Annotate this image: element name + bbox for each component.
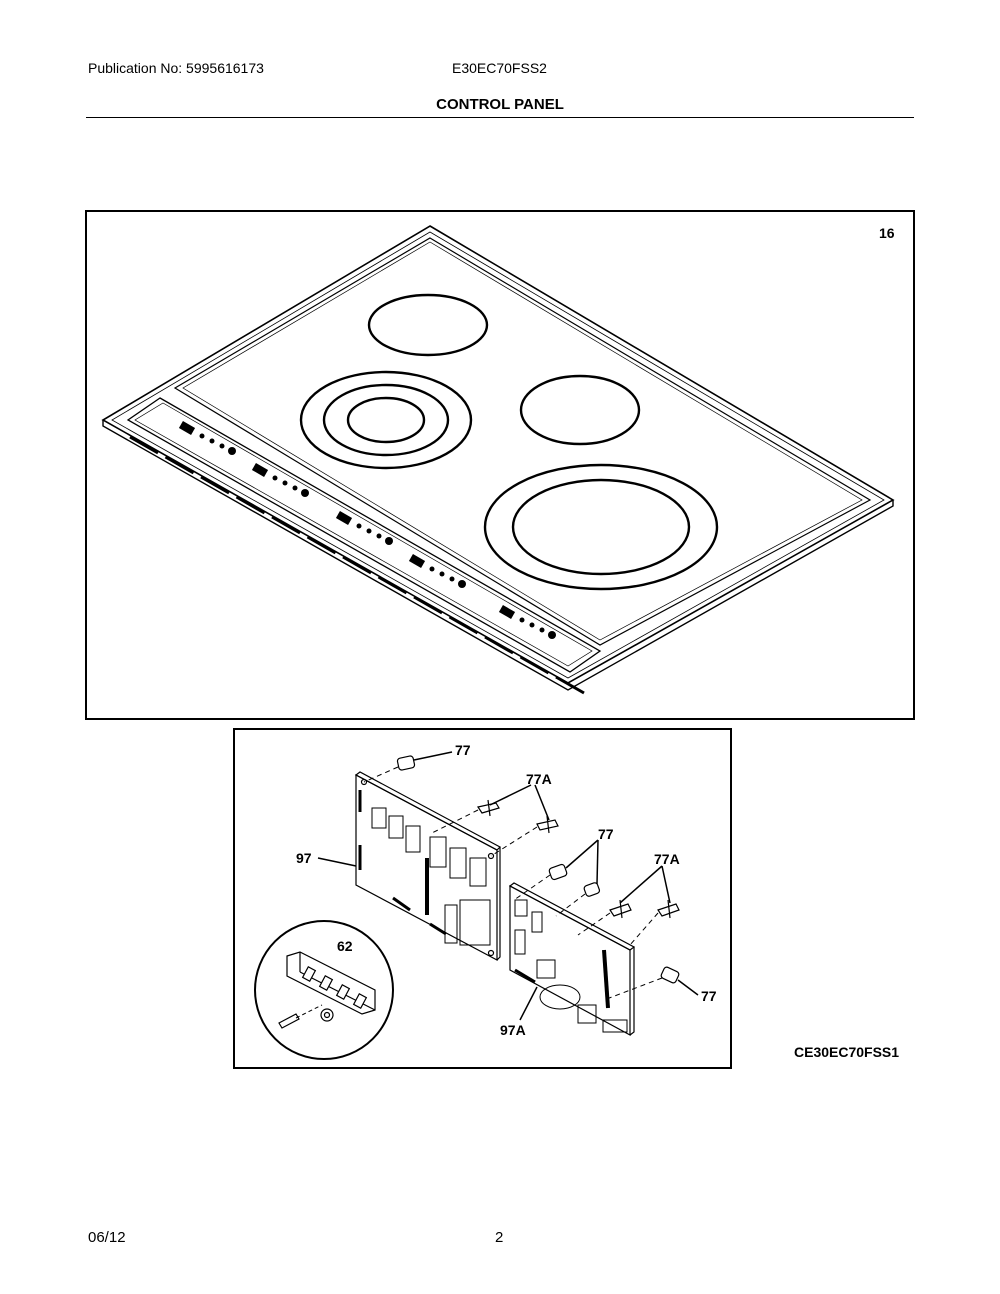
burner-control-group — [335, 511, 393, 545]
callout-16: 16 — [879, 225, 895, 241]
mounting-axes — [363, 766, 663, 1001]
burner-front-left-outer — [299, 370, 473, 470]
burner-rear-left — [367, 293, 489, 357]
callout-77-mid: 77 — [598, 826, 614, 842]
snap-clips — [477, 799, 680, 919]
vent-slot — [271, 515, 301, 535]
diagram-code: CE30EC70FSS1 — [794, 1044, 899, 1060]
control-strip — [126, 397, 602, 673]
vent-slot — [342, 555, 372, 575]
vent-slot — [484, 635, 514, 655]
callout-77a-top: 77A — [526, 771, 552, 787]
burner-front-right-outer — [483, 463, 719, 591]
vent-slot — [555, 675, 585, 695]
leader-lines — [317, 751, 699, 1021]
interface-board — [508, 882, 636, 1037]
burner-control-group — [251, 463, 309, 497]
vent-slot — [200, 475, 230, 495]
vent-slot — [519, 655, 550, 675]
main-control-board — [354, 771, 501, 961]
clip-2 — [536, 815, 559, 834]
callout-62: 62 — [337, 938, 353, 954]
cooktop-glass — [101, 225, 895, 691]
header-rule — [86, 117, 914, 118]
boards-frame — [233, 728, 732, 1069]
touch-controls — [178, 421, 556, 639]
vent-slot — [164, 455, 195, 475]
burner-control-group — [408, 554, 466, 588]
front-vents — [129, 435, 585, 695]
callout-77-bottom: 77 — [701, 988, 717, 1004]
burner-front-left-inner — [346, 396, 426, 444]
footer-page-number: 2 — [495, 1229, 504, 1246]
vent-slot — [235, 495, 266, 515]
clip-4 — [657, 899, 680, 919]
vent-slot — [129, 435, 159, 455]
vent-slot — [306, 535, 337, 555]
terminal-block-detail — [254, 920, 394, 1060]
callout-97a: 97A — [500, 1022, 526, 1038]
callout-97: 97 — [296, 850, 312, 866]
vent-slot — [377, 575, 408, 595]
footer-date: 06/12 — [88, 1229, 126, 1246]
burner-front-left-mid — [322, 383, 450, 457]
burner-control-group — [178, 421, 236, 455]
callout-77a-mid: 77A — [654, 851, 680, 867]
page-title: CONTROL PANEL — [436, 96, 564, 113]
cooktop-frame — [85, 210, 915, 720]
burner-control-group — [498, 605, 556, 639]
standoff-mid-1 — [548, 863, 568, 881]
standoff-bottom — [660, 966, 680, 984]
standoffs — [396, 755, 680, 984]
vent-slot — [413, 595, 443, 615]
model-number: E30EC70FSS2 — [452, 60, 547, 76]
burner-rear-right — [519, 374, 641, 446]
burner-front-right-inner — [511, 478, 691, 576]
standoff-mid-2 — [583, 882, 601, 897]
callout-77-top: 77 — [455, 742, 471, 758]
standoff-top — [396, 755, 416, 771]
vent-slot — [448, 615, 479, 635]
burners — [299, 293, 719, 591]
publication-number: Publication No: 5995616173 — [88, 60, 264, 76]
